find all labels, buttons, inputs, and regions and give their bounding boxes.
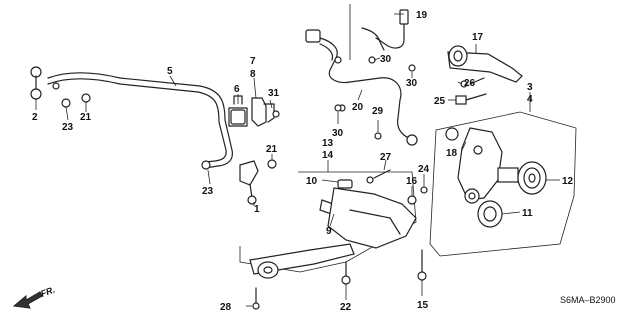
callout-30-right: 30 xyxy=(406,78,418,89)
front-direction-arrow: FR. xyxy=(12,285,56,309)
bushing-11 xyxy=(477,200,503,228)
bolt-31 xyxy=(272,110,280,118)
bolt-28 xyxy=(252,302,260,310)
callout-24: 24 xyxy=(418,164,430,175)
callout-15: 15 xyxy=(417,300,429,311)
connector-left xyxy=(305,29,321,43)
callout-2: 2 xyxy=(32,112,38,123)
callout-19: 19 xyxy=(416,10,428,21)
rear-arm-bracket xyxy=(447,45,523,105)
bolt-27 xyxy=(366,176,374,184)
bolt-25 xyxy=(455,95,467,105)
callout-31: 31 xyxy=(268,88,280,99)
stabilizer-bushing xyxy=(230,109,246,125)
callout-16: 16 xyxy=(406,176,418,187)
callout-20: 20 xyxy=(352,102,364,113)
callout-9: 9 xyxy=(326,226,332,237)
bolt-30-top xyxy=(334,56,342,64)
direction-label: FR. xyxy=(39,285,56,299)
nut-22 xyxy=(341,275,351,285)
callout-8: 8 xyxy=(250,69,256,80)
bolt-15 xyxy=(417,271,427,281)
nut-21-right xyxy=(267,159,277,169)
knuckle-assembly xyxy=(429,111,577,257)
bolts xyxy=(252,56,427,310)
nut-21-left xyxy=(81,93,91,103)
diagram-code: S6MA–B2900 xyxy=(560,295,616,305)
bushing-12 xyxy=(517,161,547,195)
callout-13: 13 xyxy=(322,138,334,149)
nut-16 xyxy=(407,195,417,205)
callout-17: 17 xyxy=(472,32,484,43)
callout-21-left: 21 xyxy=(80,112,92,123)
nut-24 xyxy=(420,186,428,194)
callout-28: 28 xyxy=(220,302,232,313)
callout-23-right: 23 xyxy=(202,186,214,197)
callout-7: 7 xyxy=(250,56,256,67)
bushing-front xyxy=(257,261,279,279)
callout-29: 29 xyxy=(372,106,384,117)
stabilizer-bar xyxy=(47,72,248,169)
callout-labels: 1 2 3 4 5 6 7 8 9 10 11 12 13 14 15 16 1… xyxy=(32,10,574,313)
bolt-26 xyxy=(460,80,468,88)
callout-11: 11 xyxy=(522,208,533,219)
nut-23-right xyxy=(201,160,211,170)
callout-25: 25 xyxy=(434,96,446,107)
bushing-10 xyxy=(337,179,353,189)
end-link-right xyxy=(201,159,277,205)
callout-23-left: 23 xyxy=(62,122,74,133)
nut-23-left xyxy=(61,98,71,108)
callout-18: 18 xyxy=(446,148,458,159)
knuckle xyxy=(457,127,503,201)
arrow-icon xyxy=(12,291,43,309)
callout-22: 22 xyxy=(340,302,352,313)
callout-14: 14 xyxy=(322,150,334,161)
bolt-29 xyxy=(374,132,382,140)
end-link-left xyxy=(30,66,91,108)
callout-30-bottom: 30 xyxy=(332,128,344,139)
lower-arm-assembly xyxy=(239,171,428,279)
bushing-18 xyxy=(445,127,459,141)
callout-12: 12 xyxy=(562,176,574,187)
connector-19 xyxy=(399,9,409,25)
callout-30-top: 30 xyxy=(380,54,392,65)
callout-5: 5 xyxy=(167,66,173,77)
callout-21-right: 21 xyxy=(266,144,278,155)
leader-lines xyxy=(35,13,560,307)
abs-sensor-harness xyxy=(305,4,418,146)
callout-26: 26 xyxy=(464,78,476,89)
callout-3: 3 xyxy=(527,82,533,93)
callout-27: 27 xyxy=(380,152,392,163)
callout-4: 4 xyxy=(527,94,533,105)
axle xyxy=(497,167,519,183)
callout-1: 1 xyxy=(254,204,260,215)
bolt-30-mid xyxy=(334,104,342,112)
callout-6: 6 xyxy=(234,84,240,95)
callout-10: 10 xyxy=(306,176,318,187)
